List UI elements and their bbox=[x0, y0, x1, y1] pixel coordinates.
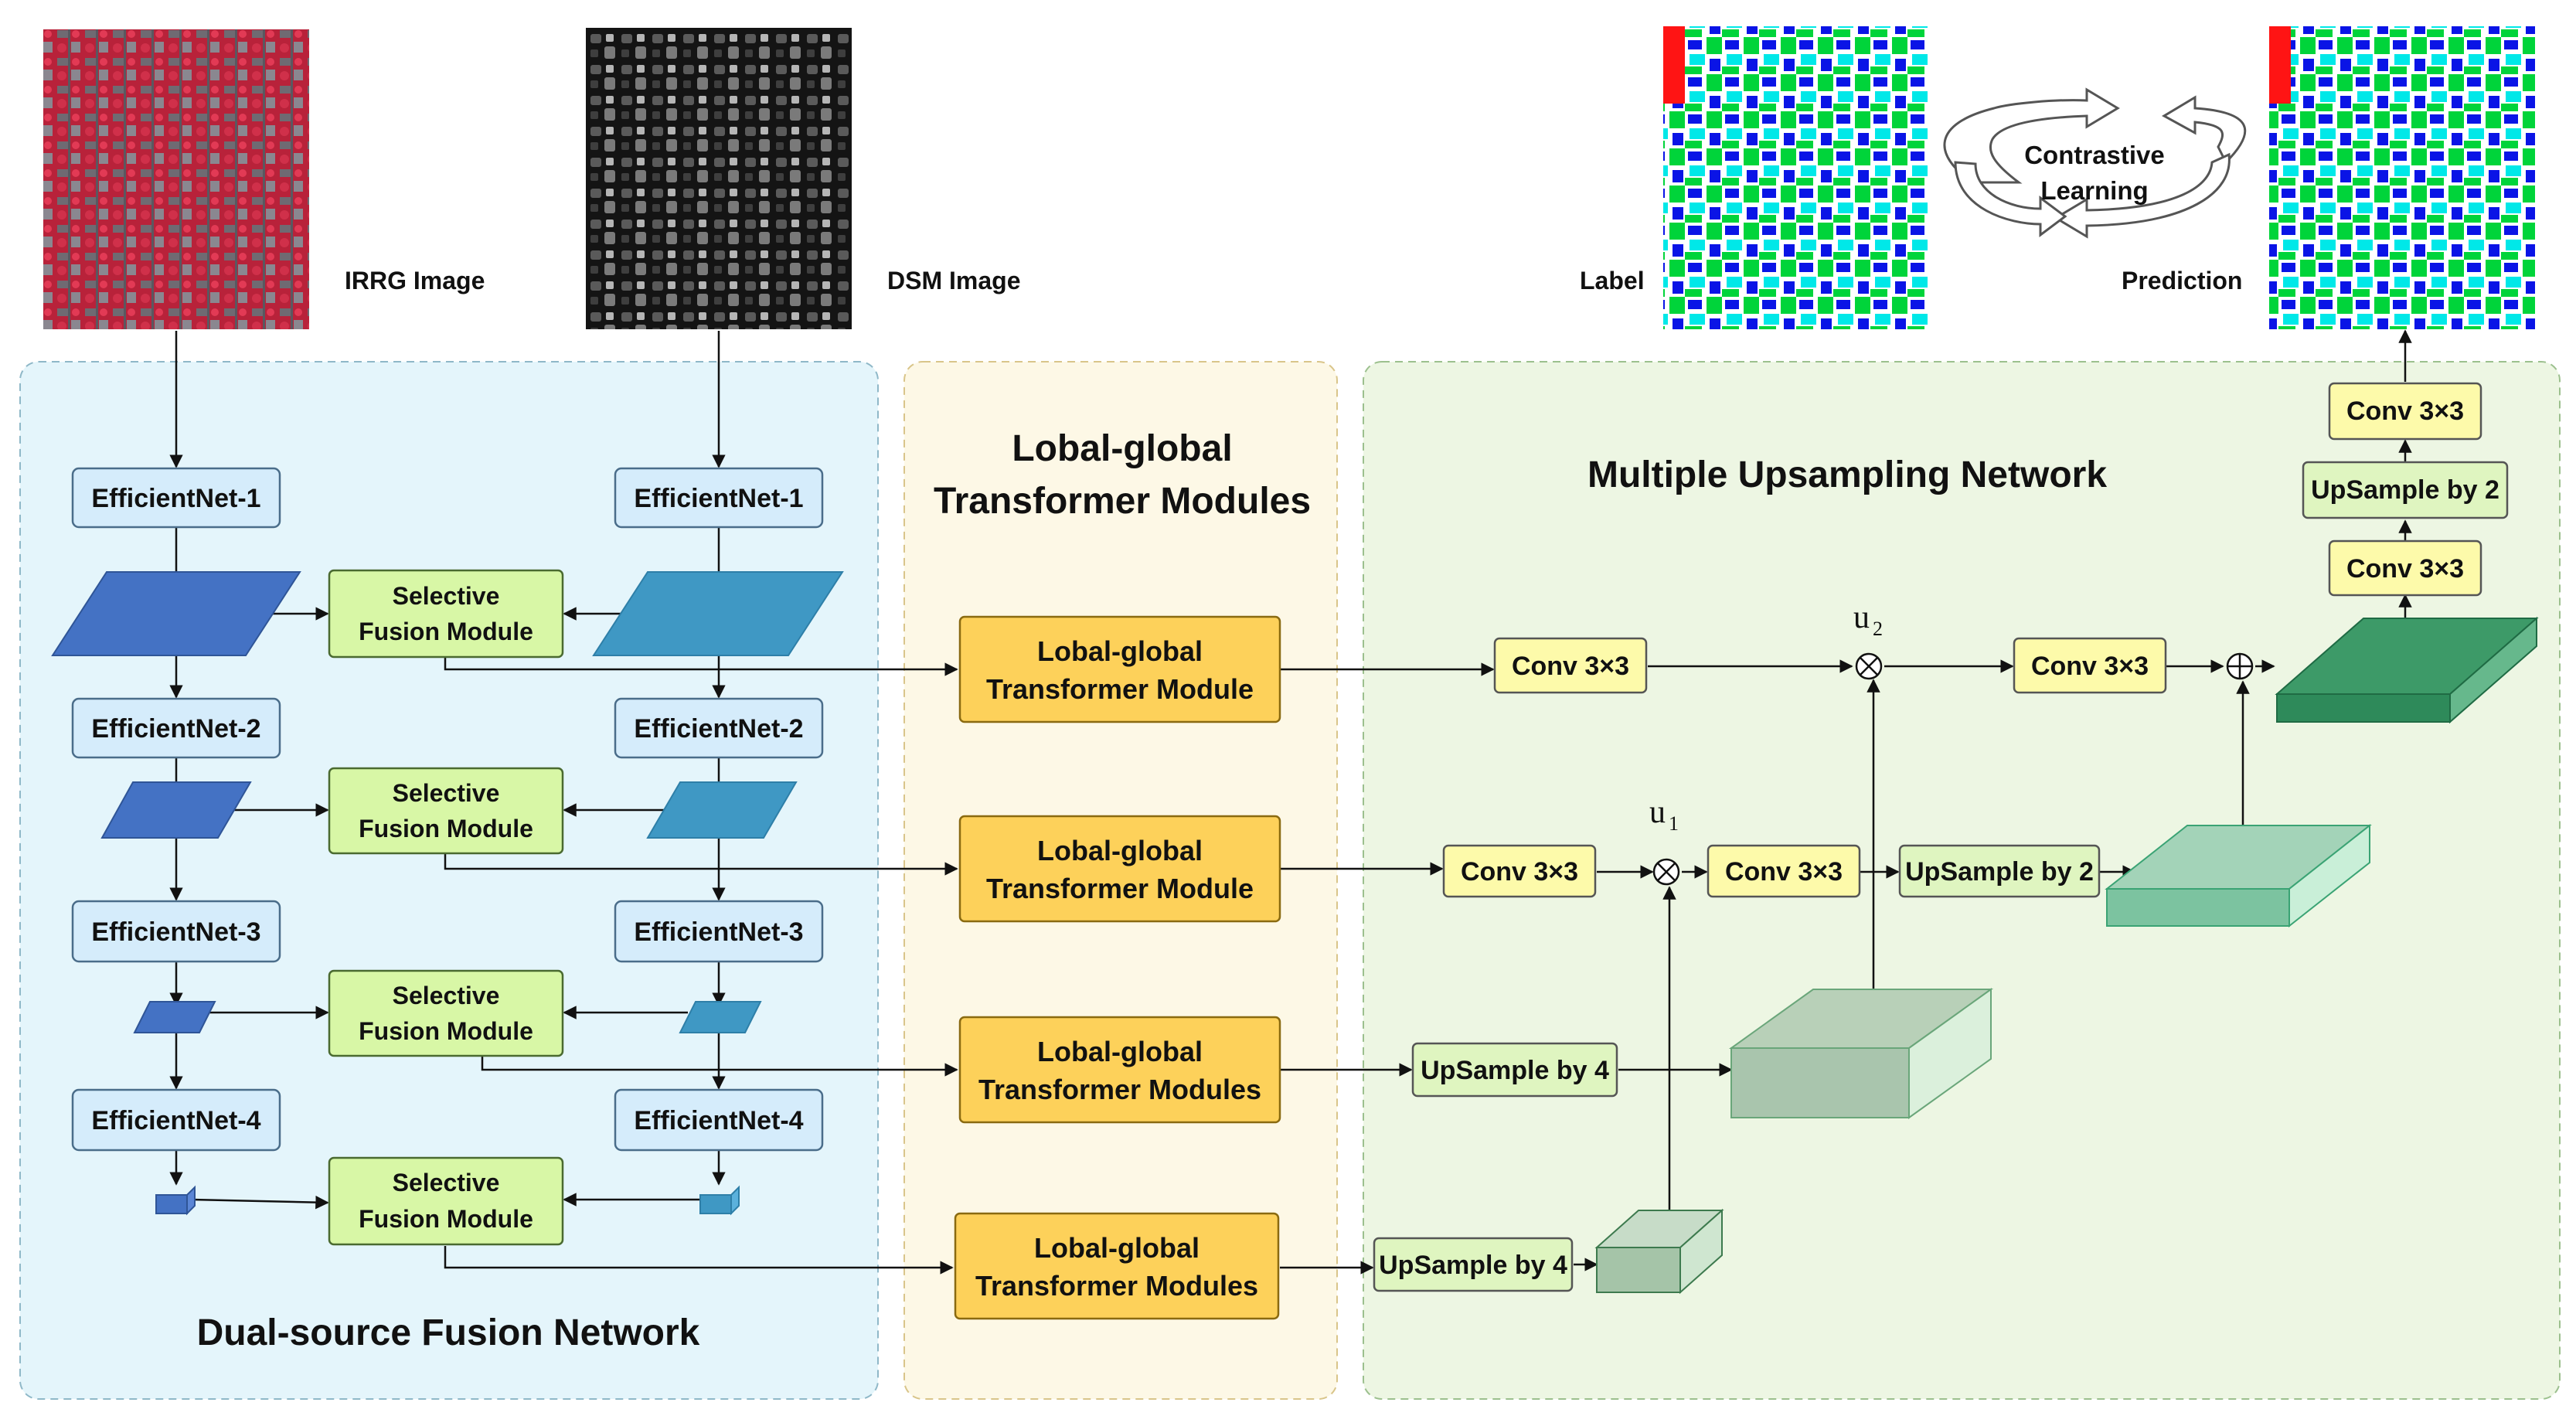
transformer-module-4: Lobal-global Transformer Modules bbox=[954, 1212, 1280, 1320]
fusion-title: Dual-source Fusion Network bbox=[197, 1312, 700, 1353]
svg-text:Conv 3×3: Conv 3×3 bbox=[2346, 554, 2464, 584]
svg-text:Transformer Module: Transformer Module bbox=[986, 873, 1254, 904]
svg-text:Lobal-global: Lobal-global bbox=[1034, 1232, 1200, 1264]
feature-map-left-3 bbox=[133, 1001, 216, 1033]
efficientnet-left-4: EfficientNet-4 bbox=[71, 1088, 281, 1152]
upsampling-title: Multiple Upsampling Network bbox=[1587, 454, 2107, 495]
svg-text:Conv 3×3: Conv 3×3 bbox=[1461, 857, 1578, 887]
efficientnet-left-1: EfficientNet-1 bbox=[71, 467, 281, 529]
svg-text:Fusion Module: Fusion Module bbox=[359, 1017, 533, 1045]
svg-text:Selective: Selective bbox=[393, 1169, 500, 1196]
feature-map-left-1 bbox=[51, 571, 301, 656]
svg-text:Lobal-global: Lobal-global bbox=[1037, 835, 1203, 866]
svg-text:Selective: Selective bbox=[393, 982, 500, 1009]
label-image-label: Label bbox=[1580, 267, 1645, 294]
selective-fusion-module-3: Selective Fusion Module bbox=[328, 969, 564, 1057]
upsample-box-head: UpSample by 2 bbox=[2302, 461, 2509, 519]
dsm-image bbox=[586, 28, 852, 329]
transformer-module-1: Lobal-global Transformer Module bbox=[958, 615, 1281, 723]
transformer-title-line1: Lobal-global bbox=[1012, 428, 1232, 469]
conv-box-row1-b: Conv 3×3 bbox=[2013, 637, 2167, 694]
conv-box-head-2: Conv 3×3 bbox=[2328, 382, 2482, 441]
prediction-image-label: Prediction bbox=[2122, 267, 2242, 294]
svg-text:Fusion Module: Fusion Module bbox=[359, 815, 533, 842]
feature-map-right-2 bbox=[646, 781, 798, 839]
add-operator bbox=[2226, 652, 2254, 680]
efficientnet-left-2: EfficientNet-2 bbox=[71, 697, 281, 759]
conv-box-row2-a: Conv 3×3 bbox=[1442, 844, 1597, 898]
efficientnet-right-3: EfficientNet-3 bbox=[614, 900, 824, 963]
svg-text:Selective: Selective bbox=[393, 779, 500, 807]
multiply-operator-u1 bbox=[1652, 858, 1680, 886]
selective-fusion-module-1: Selective Fusion Module bbox=[328, 569, 564, 659]
svg-text:Fusion Module: Fusion Module bbox=[359, 1205, 533, 1233]
conv-box-head-1: Conv 3×3 bbox=[2328, 540, 2482, 597]
svg-text:Conv 3×3: Conv 3×3 bbox=[1725, 857, 1843, 887]
feature-map-right-1 bbox=[592, 571, 844, 656]
feature-map-left-4 bbox=[155, 1185, 196, 1216]
svg-text:EfficientNet-4: EfficientNet-4 bbox=[634, 1106, 803, 1135]
svg-text:EfficientNet-3: EfficientNet-3 bbox=[634, 917, 803, 947]
prediction-image bbox=[2269, 26, 2535, 329]
efficientnet-right-1: EfficientNet-1 bbox=[614, 467, 824, 529]
upsample-box-row2: UpSample by 2 bbox=[1898, 844, 2101, 898]
irrg-image-label: IRRG Image bbox=[345, 267, 485, 294]
svg-text:EfficientNet-1: EfficientNet-1 bbox=[91, 484, 260, 513]
svg-text:UpSample by 2: UpSample by 2 bbox=[1905, 857, 2094, 887]
svg-text:Transformer Modules: Transformer Modules bbox=[978, 1074, 1261, 1105]
svg-text:EfficientNet-2: EfficientNet-2 bbox=[634, 714, 803, 744]
svg-text:Fusion Module: Fusion Module bbox=[359, 618, 533, 645]
label-image bbox=[1663, 26, 1929, 329]
efficientnet-right-4: EfficientNet-4 bbox=[614, 1088, 824, 1152]
irrg-image bbox=[43, 29, 309, 329]
conv-box-row1-a: Conv 3×3 bbox=[1493, 637, 1648, 694]
svg-text:Conv 3×3: Conv 3×3 bbox=[1512, 652, 1629, 681]
svg-text:Lobal-global: Lobal-global bbox=[1037, 1036, 1203, 1067]
svg-text:Conv 3×3: Conv 3×3 bbox=[2346, 397, 2464, 426]
feature-block-small bbox=[1594, 1208, 1724, 1295]
svg-text:Selective: Selective bbox=[393, 582, 500, 610]
selective-fusion-module-4: Selective Fusion Module bbox=[328, 1156, 564, 1246]
selective-fusion-module-2: Selective Fusion Module bbox=[328, 767, 564, 855]
feature-map-left-2 bbox=[100, 781, 252, 839]
svg-text:UpSample by 4: UpSample by 4 bbox=[1379, 1251, 1567, 1280]
dsm-image-label: DSM Image bbox=[887, 267, 1020, 294]
feature-map-right-4 bbox=[699, 1185, 740, 1216]
feature-block-large bbox=[2105, 823, 2372, 928]
conv-box-row2-b: Conv 3×3 bbox=[1707, 844, 1861, 898]
multiply-operator-u2 bbox=[1855, 652, 1883, 680]
feature-map-right-3 bbox=[679, 1001, 762, 1033]
transformer-title-line2: Transformer Modules bbox=[934, 481, 1311, 522]
contrastive-cycle-icon bbox=[1943, 87, 2247, 239]
svg-text:EfficientNet-4: EfficientNet-4 bbox=[91, 1106, 260, 1135]
feature-block-output bbox=[2275, 616, 2539, 724]
svg-text:EfficientNet-3: EfficientNet-3 bbox=[91, 917, 260, 947]
svg-text:Transformer Modules: Transformer Modules bbox=[975, 1270, 1258, 1302]
efficientnet-left-3: EfficientNet-3 bbox=[71, 900, 281, 963]
upsample-box-row4: UpSample by 4 bbox=[1373, 1237, 1574, 1292]
svg-text:EfficientNet-2: EfficientNet-2 bbox=[91, 714, 260, 744]
efficientnet-right-2: EfficientNet-2 bbox=[614, 697, 824, 759]
contrastive-label-line1: Contrastive bbox=[2024, 141, 2165, 169]
svg-text:EfficientNet-1: EfficientNet-1 bbox=[634, 484, 803, 513]
svg-text:UpSample by 2: UpSample by 2 bbox=[2311, 475, 2499, 505]
transformer-module-3: Lobal-global Transformer Modules bbox=[958, 1016, 1281, 1124]
svg-text:UpSample by 4: UpSample by 4 bbox=[1421, 1056, 1609, 1085]
transformer-module-2: Lobal-global Transformer Module bbox=[958, 815, 1281, 923]
upsample-box-row3: UpSample by 4 bbox=[1411, 1042, 1618, 1098]
feature-block-medium bbox=[1728, 988, 1994, 1119]
svg-text:Transformer Module: Transformer Module bbox=[986, 673, 1254, 705]
contrastive-label-line2: Learning bbox=[2040, 176, 2148, 205]
svg-text:Lobal-global: Lobal-global bbox=[1037, 635, 1203, 667]
svg-text:Conv 3×3: Conv 3×3 bbox=[2031, 652, 2149, 681]
